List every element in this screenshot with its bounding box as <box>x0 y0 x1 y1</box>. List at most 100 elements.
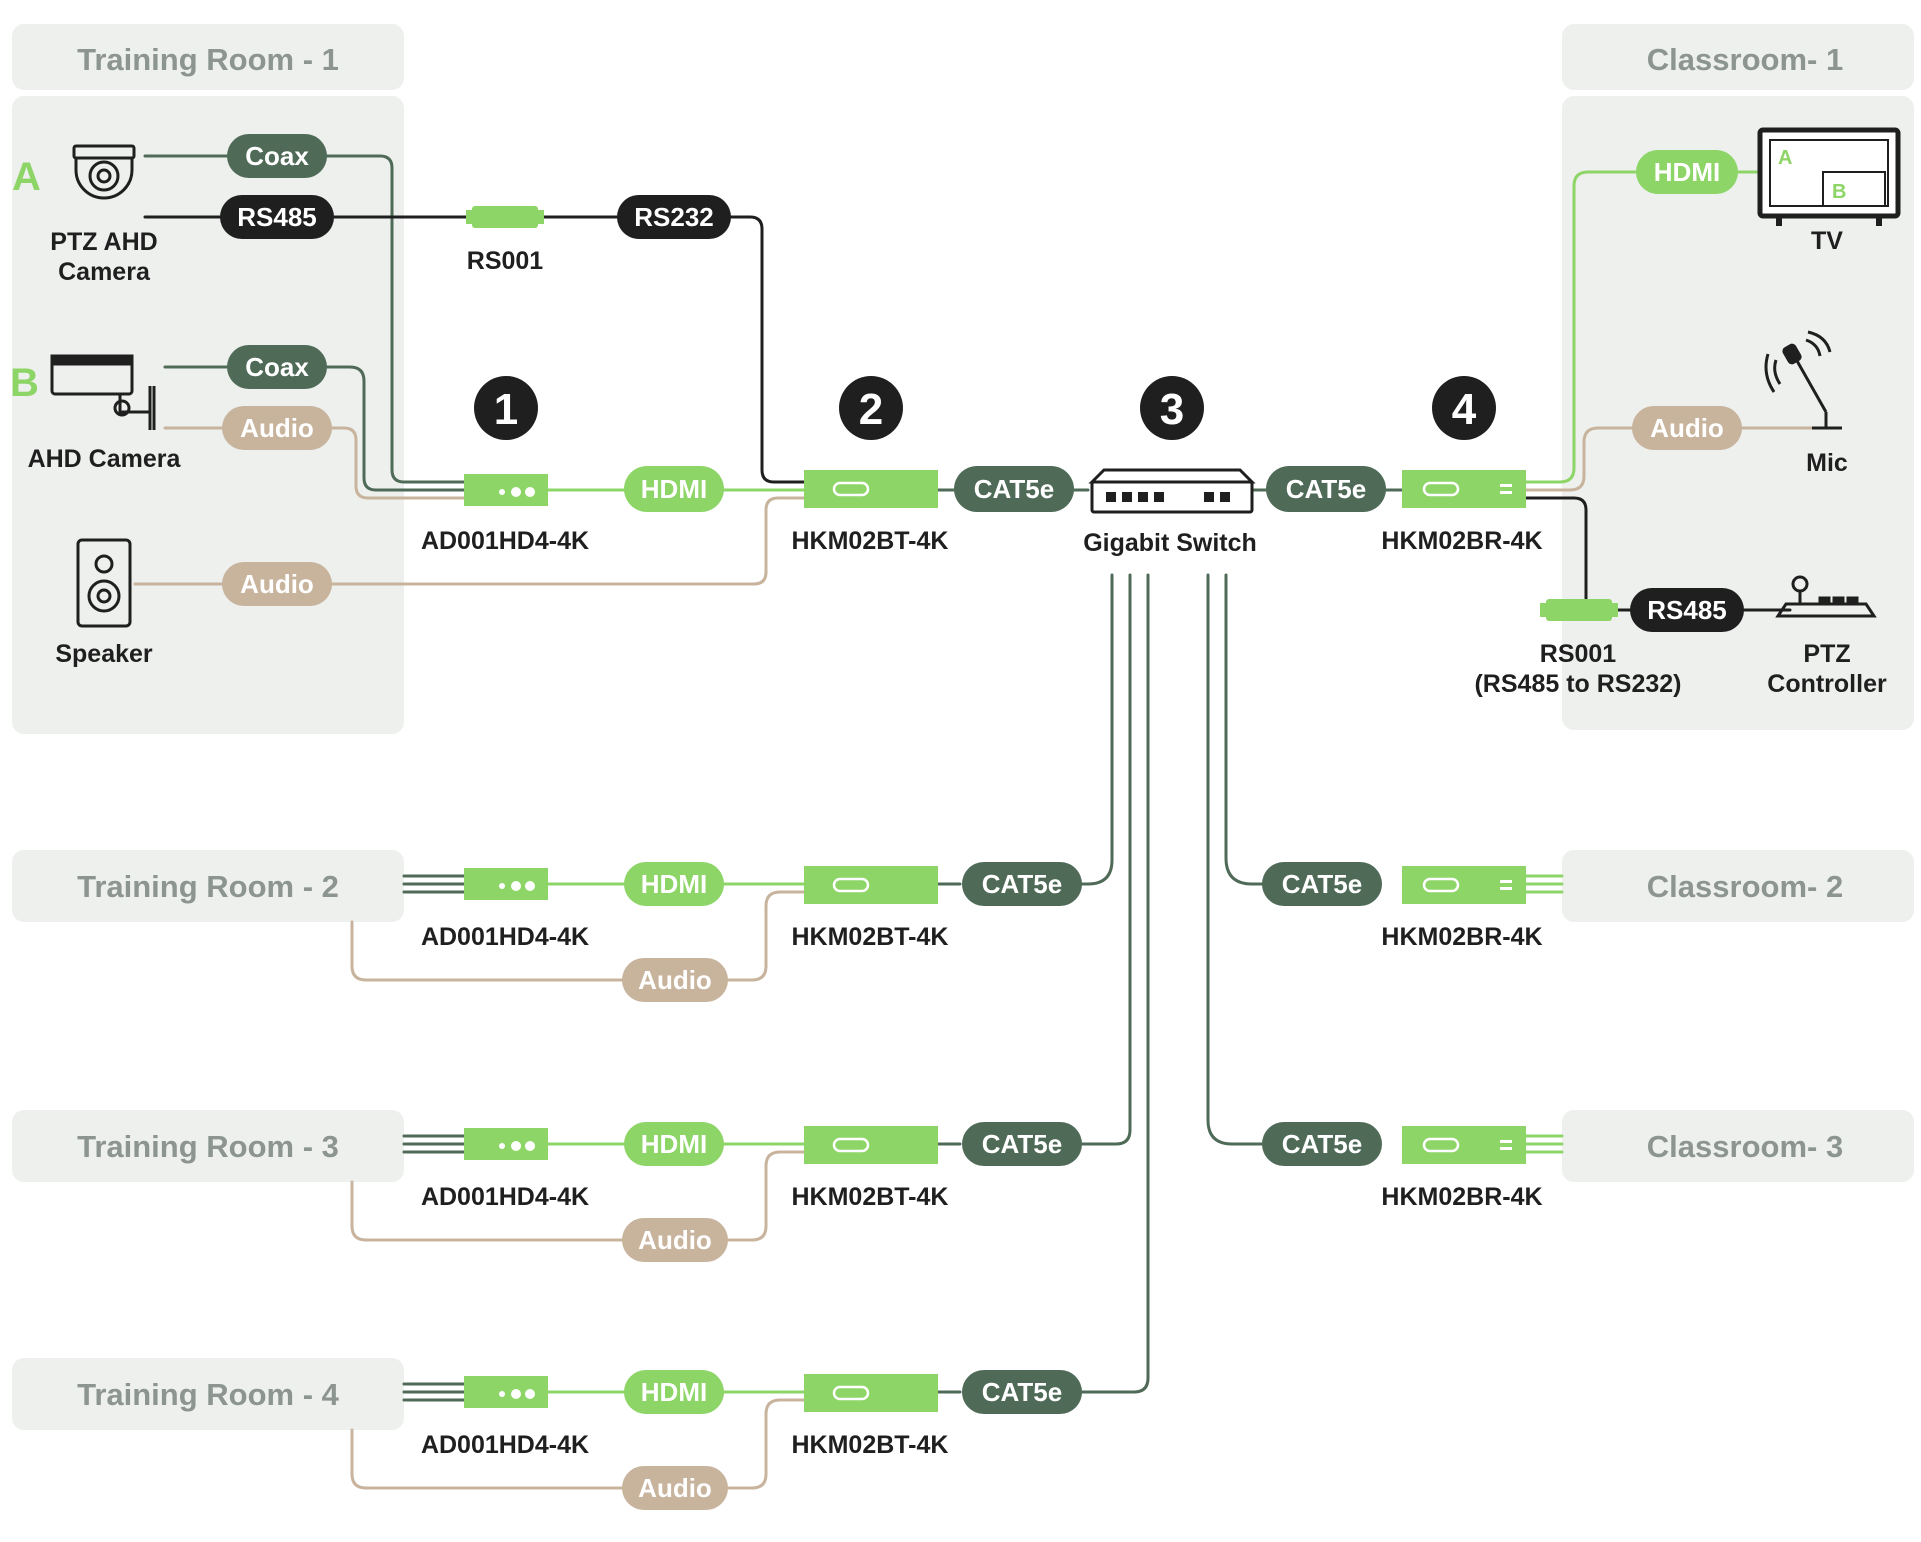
cable-bundle-row3 <box>402 1134 472 1154</box>
cable-out-classroom-2 <box>1520 874 1564 894</box>
label-rs001-right-line2: (RS485 to RS232) <box>1474 670 1681 698</box>
label-rs001-top: RS001 <box>467 247 544 275</box>
pill-hdmi-row2: HDMI <box>641 869 707 899</box>
classroom-1-panel <box>1562 96 1914 730</box>
label-mic: Mic <box>1806 449 1848 477</box>
receiver-row1 <box>1402 470 1526 508</box>
gigabit-switch-icon <box>1088 468 1256 514</box>
training-room-4-panel <box>12 1358 404 1430</box>
cable-coax-ptz <box>143 154 472 484</box>
badge-1-number: 1 <box>494 385 518 434</box>
classroom-1-title: Classroom- 1 <box>1647 42 1843 77</box>
label-rs001-right-line1: RS001 <box>1540 640 1617 668</box>
pill-cat5e-rx1: CAT5e <box>1286 474 1366 504</box>
pill-hdmi-row4: HDMI <box>641 1377 707 1407</box>
transmitter-row4 <box>804 1374 938 1412</box>
pill-audio-row2: Audio <box>638 965 712 995</box>
cable-bundle-row2 <box>402 874 472 894</box>
classroom-1-header <box>1562 24 1914 90</box>
encoder-row4 <box>464 1376 548 1408</box>
cable-hdmi-tv <box>1520 170 1762 484</box>
cable-switch-tx2 <box>1080 573 1114 886</box>
cable-audio-row4 <box>350 1398 808 1490</box>
pill-cat5e-tx4: CAT5e <box>982 1377 1062 1407</box>
pill-audio-ahd: Audio <box>240 413 314 443</box>
pill-cat5e-rx3: CAT5e <box>1282 1129 1362 1159</box>
label-receiver-row3: HKM02BR-4K <box>1381 1183 1542 1211</box>
label-gigabit-switch: Gigabit Switch <box>1083 529 1257 557</box>
cable-switch-rx3 <box>1206 573 1272 1146</box>
badge-1 <box>474 376 538 440</box>
label-speaker: Speaker <box>55 640 153 668</box>
label-receiver-row2: HKM02BR-4K <box>1381 923 1542 951</box>
tv-screen-b: B <box>1832 181 1846 203</box>
ptz-controller-icon <box>1775 575 1877 618</box>
pill-coax-ptz: Coax <box>245 141 309 171</box>
cable-audio-row3 <box>350 1150 808 1242</box>
label-transmitter-row2: HKM02BT-4K <box>792 923 949 951</box>
cable-coax-ahd <box>163 365 472 492</box>
transmitter-row1 <box>804 470 938 508</box>
label-tv: TV <box>1811 227 1843 255</box>
encoder-row3 <box>464 1128 548 1160</box>
pill-audio-row4: Audio <box>638 1473 712 1503</box>
badge-2 <box>839 376 903 440</box>
pill-hdmi-row1: HDMI <box>641 474 707 504</box>
receiver-row2 <box>1402 866 1526 904</box>
rs001-adapter-right-icon <box>1540 599 1618 621</box>
label-transmitter-row4: HKM02BT-4K <box>792 1431 949 1459</box>
classroom-2-panel <box>1562 850 1914 922</box>
label-ptz-controller-line2: Controller <box>1767 670 1887 698</box>
training-room-2-panel <box>12 850 404 922</box>
classroom-3-panel <box>1562 1110 1914 1182</box>
cable-rs485-rs232 <box>143 215 808 484</box>
pill-rs485-classroom1: RS485 <box>1647 595 1727 625</box>
label-transmitter-row1: HKM02BT-4K <box>792 527 949 555</box>
room-panels: Training Room - 1 Classroom- 1 Training … <box>12 24 1914 1430</box>
encoder-row2 <box>464 868 548 900</box>
label-encoder-row3: AD001HD4-4K <box>421 1183 589 1211</box>
ptz-camera-icon <box>72 144 136 200</box>
speaker-icon <box>76 538 132 628</box>
pill-rs485-room1: RS485 <box>237 202 317 232</box>
training-room-1-panel <box>12 96 404 734</box>
tv-screen-a: A <box>1778 147 1792 169</box>
pill-rs232: RS232 <box>634 202 714 232</box>
label-ahd-camera: AHD Camera <box>28 445 182 473</box>
encoder-row1 <box>464 474 548 506</box>
pill-audio-speaker: Audio <box>240 569 314 599</box>
cable-audio-ahd <box>163 426 472 500</box>
pill-cat5e-tx2: CAT5e <box>982 869 1062 899</box>
cable-pills: Coax RS485 RS232 Coax Audio Audio HDMI C… <box>220 134 1744 1510</box>
training-room-2-title: Training Room - 2 <box>77 869 339 904</box>
label-ptz-camera-line1: PTZ AHD <box>50 228 157 256</box>
label-encoder-row2: AD001HD4-4K <box>421 923 589 951</box>
pill-audio-row3: Audio <box>638 1225 712 1255</box>
badge-2-number: 2 <box>859 385 883 434</box>
pill-cat5e-tx1: CAT5e <box>974 474 1054 504</box>
pill-cat5e-tx3: CAT5e <box>982 1129 1062 1159</box>
rs001-adapter-icon <box>466 206 544 228</box>
cable-bundle-row4 <box>402 1382 472 1402</box>
training-room-3-title: Training Room - 3 <box>77 1129 339 1164</box>
step-badges: 1 2 3 4 <box>474 376 1496 440</box>
classroom-3-title: Classroom- 3 <box>1647 1129 1843 1164</box>
pill-audio-mic: Audio <box>1650 413 1724 443</box>
badge-3-number: 3 <box>1160 385 1184 434</box>
ahd-camera-icon <box>50 354 156 430</box>
transmitter-row2 <box>804 866 938 904</box>
label-transmitter-row3: HKM02BT-4K <box>792 1183 949 1211</box>
training-room-1-header <box>12 24 404 90</box>
training-room-4-title: Training Room - 4 <box>77 1377 340 1412</box>
cable-audio-mic <box>1520 426 1820 492</box>
mic-icon <box>1764 330 1842 430</box>
label-receiver-row1: HKM02BR-4K <box>1381 527 1542 555</box>
pill-cat5e-rx2: CAT5e <box>1282 869 1362 899</box>
cable-audio-row2 <box>350 890 808 982</box>
cable-switch-tx4 <box>1080 573 1150 1394</box>
training-room-3-panel <box>12 1110 404 1182</box>
transmitter-row3 <box>804 1126 938 1164</box>
pill-hdmi-tv: HDMI <box>1654 157 1720 187</box>
